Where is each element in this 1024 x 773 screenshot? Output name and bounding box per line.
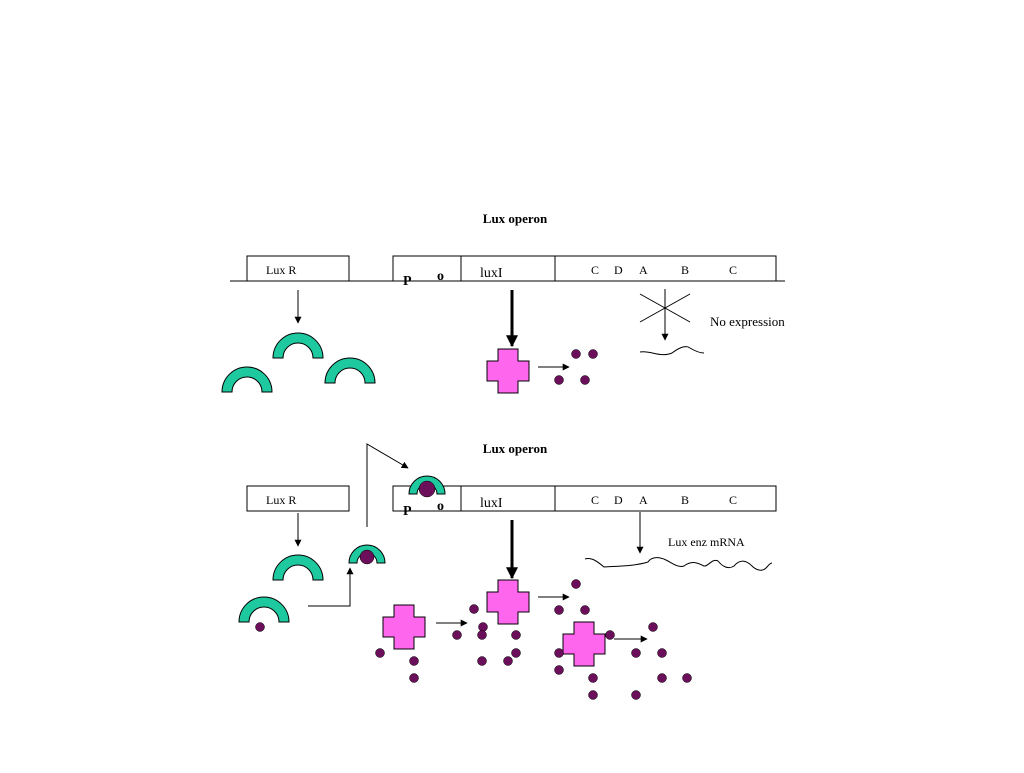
- luxI-protein: [562, 621, 606, 667]
- autoinducer-molecule: [477, 656, 487, 666]
- lux-operon-box: P o luxI C D A B C: [392, 485, 777, 519]
- autoinducer-molecule: [554, 665, 564, 675]
- autoinducer-molecule: [682, 673, 692, 683]
- luxR-binding-autoinducer: [238, 596, 290, 632]
- luxR-autoinducer-complex: [348, 544, 386, 565]
- gene-label-C2: C: [729, 263, 737, 277]
- no-expression-label: No expression: [710, 314, 785, 329]
- panel-title: Lux operon: [483, 211, 548, 226]
- blocked-expression: [639, 289, 705, 356]
- luxI-label: luxI: [480, 266, 503, 281]
- operator-label: o: [437, 269, 444, 284]
- autoinducer-molecule: [588, 349, 598, 359]
- complex-formation-arrow: [308, 567, 354, 607]
- lux-enzyme-mrna: [584, 557, 773, 571]
- autoinducer-molecule: [631, 690, 641, 700]
- autoinducer-molecule: [478, 622, 488, 632]
- autoinducer-molecule: [503, 656, 513, 666]
- autoinducer-molecule: [409, 673, 419, 683]
- gene-label-C2: C: [729, 493, 737, 507]
- autoinducer-cluster: [375, 579, 692, 700]
- gene-label-C1: C: [591, 263, 599, 277]
- luxR-autoinducer-complex-bound: [408, 475, 446, 498]
- luxR-protein: [221, 366, 273, 393]
- autoinducer-molecule: [477, 630, 487, 640]
- gene-label-D: D: [614, 263, 623, 277]
- gene-label-B: B: [681, 263, 689, 277]
- gene-label-A: A: [639, 263, 648, 277]
- autoinducer-molecule: [648, 622, 658, 632]
- luxI-label: luxI: [480, 496, 503, 511]
- luxR-gene: Lux R: [246, 485, 350, 512]
- autoinducer-molecule: [588, 690, 598, 700]
- autoinducer-molecule: [657, 673, 667, 683]
- autoinducer-molecule: [554, 375, 564, 385]
- panel-title: Lux operon: [483, 441, 548, 456]
- lux-operon-box: P o luxI C D A B C: [392, 255, 777, 289]
- autoinducer-molecule: [452, 630, 462, 640]
- autoinducer-molecule: [657, 648, 667, 658]
- autoinducer-molecule: [511, 648, 521, 658]
- autoinducer-molecule: [511, 630, 521, 640]
- gene-label-A: A: [639, 493, 648, 507]
- autoinducer-molecule: [375, 648, 385, 658]
- autoinducer-molecule: [554, 648, 564, 658]
- luxR-label: Lux R: [266, 493, 296, 507]
- operator-label: o: [437, 499, 444, 514]
- luxI-protein: [382, 604, 426, 650]
- luxR-protein: [272, 332, 324, 359]
- operator-binding-arrow: [366, 443, 409, 527]
- luxR-gene: Lux R: [246, 255, 350, 282]
- promoter-label: P: [403, 504, 412, 519]
- luxR-protein: [324, 357, 376, 384]
- panel-top: Lux operon Lux R P o luxI C D A B C: [221, 211, 785, 394]
- autoinducer-molecule: [605, 630, 615, 640]
- autoinducer-cluster: [554, 349, 598, 385]
- autoinducer-molecule: [571, 579, 581, 589]
- luxR-label: Lux R: [266, 263, 296, 277]
- luxI-protein: [486, 348, 530, 394]
- autoinducer-molecule: [571, 349, 581, 359]
- luxR-protein: [272, 554, 324, 581]
- autoinducer-molecule: [588, 673, 598, 683]
- autoinducer-molecule: [554, 605, 564, 615]
- gene-label-B: B: [681, 493, 689, 507]
- luxI-protein: [486, 579, 530, 625]
- promoter-label: P: [403, 274, 412, 289]
- autoinducer-molecule: [580, 375, 590, 385]
- panel-bottom: Lux operon Lux R P o luxI C D A B C: [238, 441, 777, 700]
- gene-label-D: D: [614, 493, 623, 507]
- autoinducer-molecule: [409, 656, 419, 666]
- gene-label-C1: C: [591, 493, 599, 507]
- mrna-label: Lux enz mRNA: [668, 535, 745, 549]
- autoinducer-molecule: [580, 605, 590, 615]
- autoinducer-molecule: [469, 604, 479, 614]
- autoinducer-molecule: [631, 648, 641, 658]
